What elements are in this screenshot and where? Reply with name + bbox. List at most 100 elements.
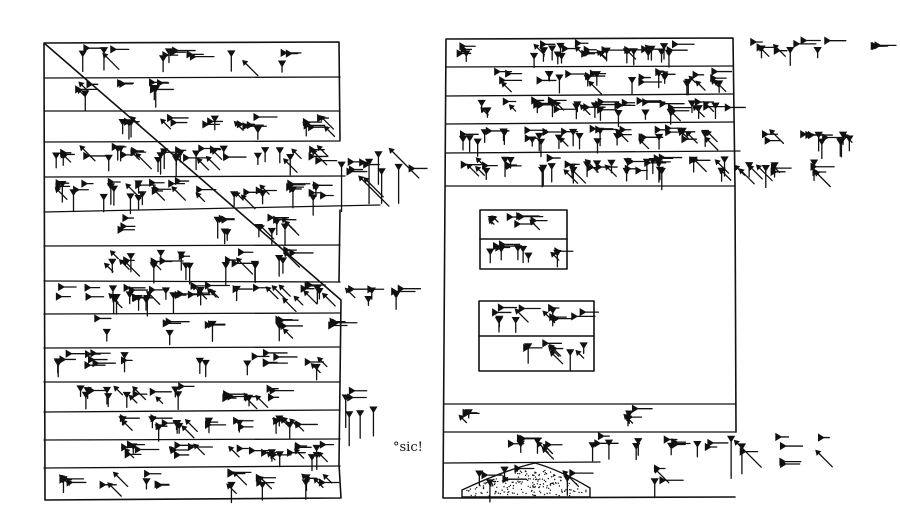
cuneiform-wedge	[734, 164, 746, 176]
cuneiform-wedge	[536, 138, 546, 158]
cuneiform-wedge	[271, 418, 281, 434]
cuneiform-wedge	[463, 409, 480, 418]
stipple-dot	[524, 470, 526, 472]
cuneiform-wedge	[548, 101, 557, 118]
cuneiform-wedge	[53, 358, 62, 374]
stipple-dot	[494, 480, 497, 483]
cuneiform-wedge	[707, 438, 729, 448]
obverse-outline	[43, 41, 342, 501]
cuneiform-wedge	[275, 451, 284, 468]
cuneiform-wedge	[341, 394, 350, 429]
stipple-dot	[511, 492, 514, 494]
cuneiform-wedge	[120, 352, 129, 373]
cuneiform-wedge	[748, 164, 763, 180]
cuneiform-wedge	[545, 440, 563, 449]
cuneiform-wedge	[542, 339, 563, 348]
stipple-dot	[525, 492, 527, 495]
cuneiform-wedge	[507, 439, 525, 448]
cuneiform-wedge	[267, 449, 277, 462]
cuneiform-wedge	[695, 80, 706, 91]
cuneiform-wedge	[711, 102, 720, 120]
cuneiform-wedge	[598, 50, 607, 59]
cuneiform-wedge	[358, 175, 390, 207]
cuneiform-wedge	[124, 450, 142, 459]
stipple-dot	[521, 481, 523, 483]
cuneiform-wedge	[714, 159, 730, 174]
cuneiform-wedge	[300, 284, 315, 293]
cuneiform-wedge	[99, 47, 109, 71]
stipple-dot	[483, 482, 485, 484]
cuneiform-wedge	[246, 121, 264, 130]
cuneiform-wedge	[123, 259, 141, 277]
cuneiform-wedge	[234, 191, 244, 201]
stipple-dot	[520, 483, 522, 485]
cuneiform-wedge	[320, 191, 334, 200]
stipple-dot	[558, 485, 561, 487]
cuneiform-wedge	[109, 293, 118, 314]
cuneiform-wedge	[458, 135, 468, 151]
cuneiform-wedge	[128, 394, 138, 404]
cuneiform-wedge	[238, 422, 254, 432]
cuneiform-wedge	[604, 439, 614, 460]
stipple-dot	[496, 486, 498, 488]
stipple-dot	[524, 474, 527, 477]
cuneiform-wedge	[165, 317, 190, 326]
cuneiform-wedge	[235, 419, 244, 433]
stipple-dot	[490, 485, 492, 487]
stipple-dot	[527, 479, 529, 482]
cuneiform-wedge	[149, 387, 172, 396]
stipple-dot	[532, 494, 534, 496]
stipple-dot	[527, 475, 530, 477]
stipple-dot	[545, 473, 548, 475]
stipple-dot	[534, 485, 536, 488]
cuneiform-wedge	[487, 215, 496, 225]
cuneiform-wedge	[647, 45, 656, 61]
cuneiform-wedge	[178, 252, 191, 261]
stipple-dot	[542, 486, 544, 488]
cuneiform-wedge	[584, 158, 599, 173]
cuneiform-wedge	[710, 78, 720, 88]
stipple-dot	[549, 492, 551, 494]
cuneiform-wedge	[186, 50, 204, 59]
cuneiform-wedge	[460, 45, 473, 54]
cuneiform-wedge	[604, 164, 617, 177]
cuneiform-wedge	[687, 100, 697, 114]
stipple-dot	[492, 485, 494, 487]
cuneiform-wedge	[770, 163, 792, 173]
cuneiform-wedge	[267, 393, 280, 402]
cuneiform-wedge	[169, 292, 178, 314]
cuneiform-wedge	[176, 150, 185, 163]
cuneiform-wedge	[164, 48, 174, 64]
cuneiform-wedge	[475, 157, 485, 167]
cuneiform-wedge	[167, 113, 189, 123]
stipple-dot	[495, 478, 497, 480]
cuneiform-wedge	[280, 223, 290, 247]
stipple-dot	[517, 472, 519, 475]
reverse-ruled-lines	[443, 65, 741, 464]
cuneiform-wedge	[769, 129, 785, 145]
cuneiform-wedge	[629, 48, 638, 66]
cuneiform-wedge	[666, 46, 688, 55]
stipple-dot	[481, 492, 483, 495]
stipple-dot	[558, 494, 560, 497]
cuneiform-wedge	[55, 292, 72, 301]
cuneiform-wedge	[135, 180, 156, 190]
cuneiform-wedge	[149, 178, 165, 187]
cuneiform-wedge	[638, 138, 650, 150]
stipple-dot	[494, 482, 496, 484]
cuneiform-wedge	[845, 135, 854, 152]
cuneiform-wedge	[688, 75, 697, 84]
cuneiform-wedge	[502, 97, 517, 106]
cuneiform-wedge	[518, 245, 528, 264]
cuneiform-wedge	[316, 145, 329, 157]
cuneiform-wedge	[391, 291, 401, 310]
cuneiform-wedge	[597, 431, 610, 441]
cuneiform-wedge	[779, 441, 804, 451]
cuneiform-wedge	[221, 215, 235, 224]
stipple-dot	[538, 486, 541, 488]
cuneiform-wedge	[739, 447, 759, 456]
cuneiform-wedge	[563, 169, 579, 185]
stipple-dot	[509, 484, 512, 487]
stipple-dot	[539, 492, 542, 494]
